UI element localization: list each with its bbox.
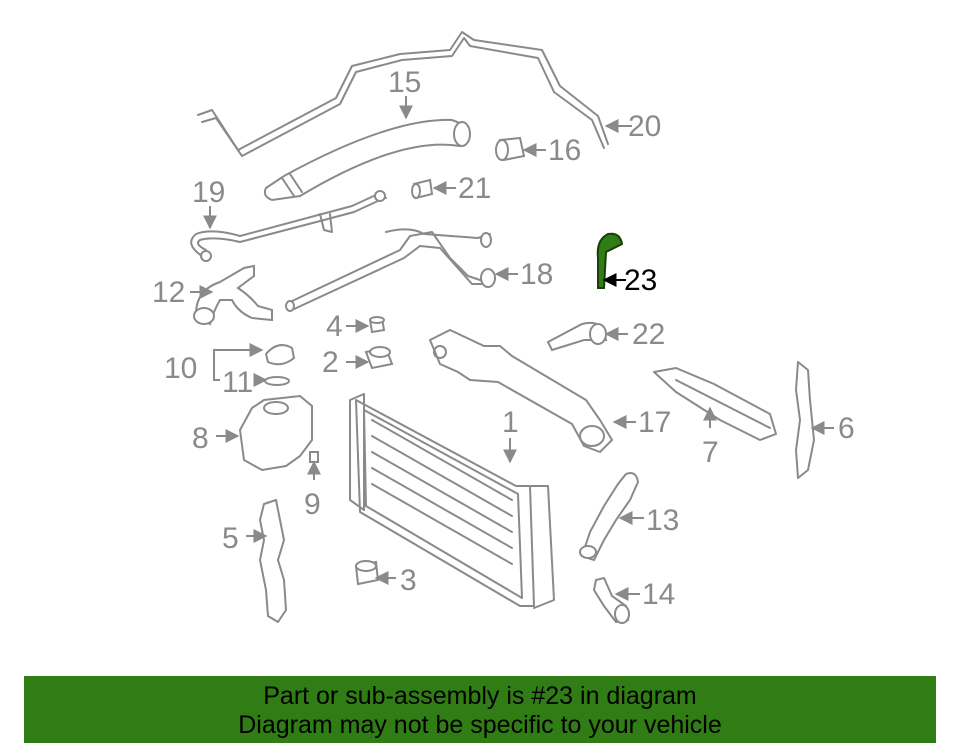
part-8-reservoir <box>238 394 313 472</box>
part-2-cap <box>364 346 394 370</box>
part-21-sleeve <box>411 178 434 200</box>
callout-6: 6 <box>838 412 855 445</box>
part-7-shroud <box>653 367 777 441</box>
callout-9: 9 <box>304 488 321 521</box>
part-10-cap <box>264 344 296 366</box>
part-12-hose <box>193 264 273 326</box>
callout-1: 1 <box>502 406 519 439</box>
part-17-flange <box>428 328 614 454</box>
part-5-bracket <box>259 499 287 623</box>
callout-16: 16 <box>548 134 581 167</box>
part-22-hose <box>546 321 608 352</box>
parts-diagram: 15 20 16 19 21 18 23 12 4 22 2 10 11 1 1… <box>152 31 855 624</box>
callout-14: 14 <box>642 578 675 611</box>
part-19-hose <box>190 190 387 262</box>
callout-8: 8 <box>192 422 209 455</box>
callout-5: 5 <box>222 522 239 555</box>
banner-line-2: Diagram may not be specific to your vehi… <box>238 711 722 739</box>
callout-2: 2 <box>322 346 339 379</box>
part-15-hose <box>263 118 471 202</box>
callout-7: 7 <box>702 436 719 469</box>
part-6-bracket <box>795 361 815 479</box>
callout-20: 20 <box>628 110 661 143</box>
callout-13: 13 <box>646 504 679 537</box>
part-20-tube <box>197 31 609 157</box>
part-14-hose <box>592 576 630 624</box>
callout-15: 15 <box>388 66 421 99</box>
callout-23: 23 <box>624 264 657 297</box>
part-1-radiator <box>349 393 555 609</box>
part-11-ring <box>264 376 290 386</box>
callout-3: 3 <box>400 564 417 597</box>
banner-line-1: Part or sub-assembly is #23 in diagram <box>263 682 697 710</box>
callout-22: 22 <box>632 318 665 351</box>
part-13-hose <box>579 472 640 562</box>
part-18-pipe <box>285 228 496 312</box>
leader-lines <box>190 96 834 601</box>
info-banner: Part or sub-assembly is #23 in diagram D… <box>24 676 936 743</box>
callout-4: 4 <box>326 310 343 343</box>
callout-19: 19 <box>192 176 225 209</box>
part-16-sleeve <box>495 136 526 162</box>
callout-10: 10 <box>164 352 197 385</box>
callout-11: 11 <box>222 366 253 399</box>
callout-12: 12 <box>152 276 185 309</box>
part-9-clip <box>309 451 319 463</box>
part-4-cap <box>368 316 386 334</box>
callout-21: 21 <box>458 172 491 205</box>
part-3-cap <box>354 560 380 586</box>
callout-17: 17 <box>638 406 671 439</box>
callout-18: 18 <box>520 258 553 291</box>
